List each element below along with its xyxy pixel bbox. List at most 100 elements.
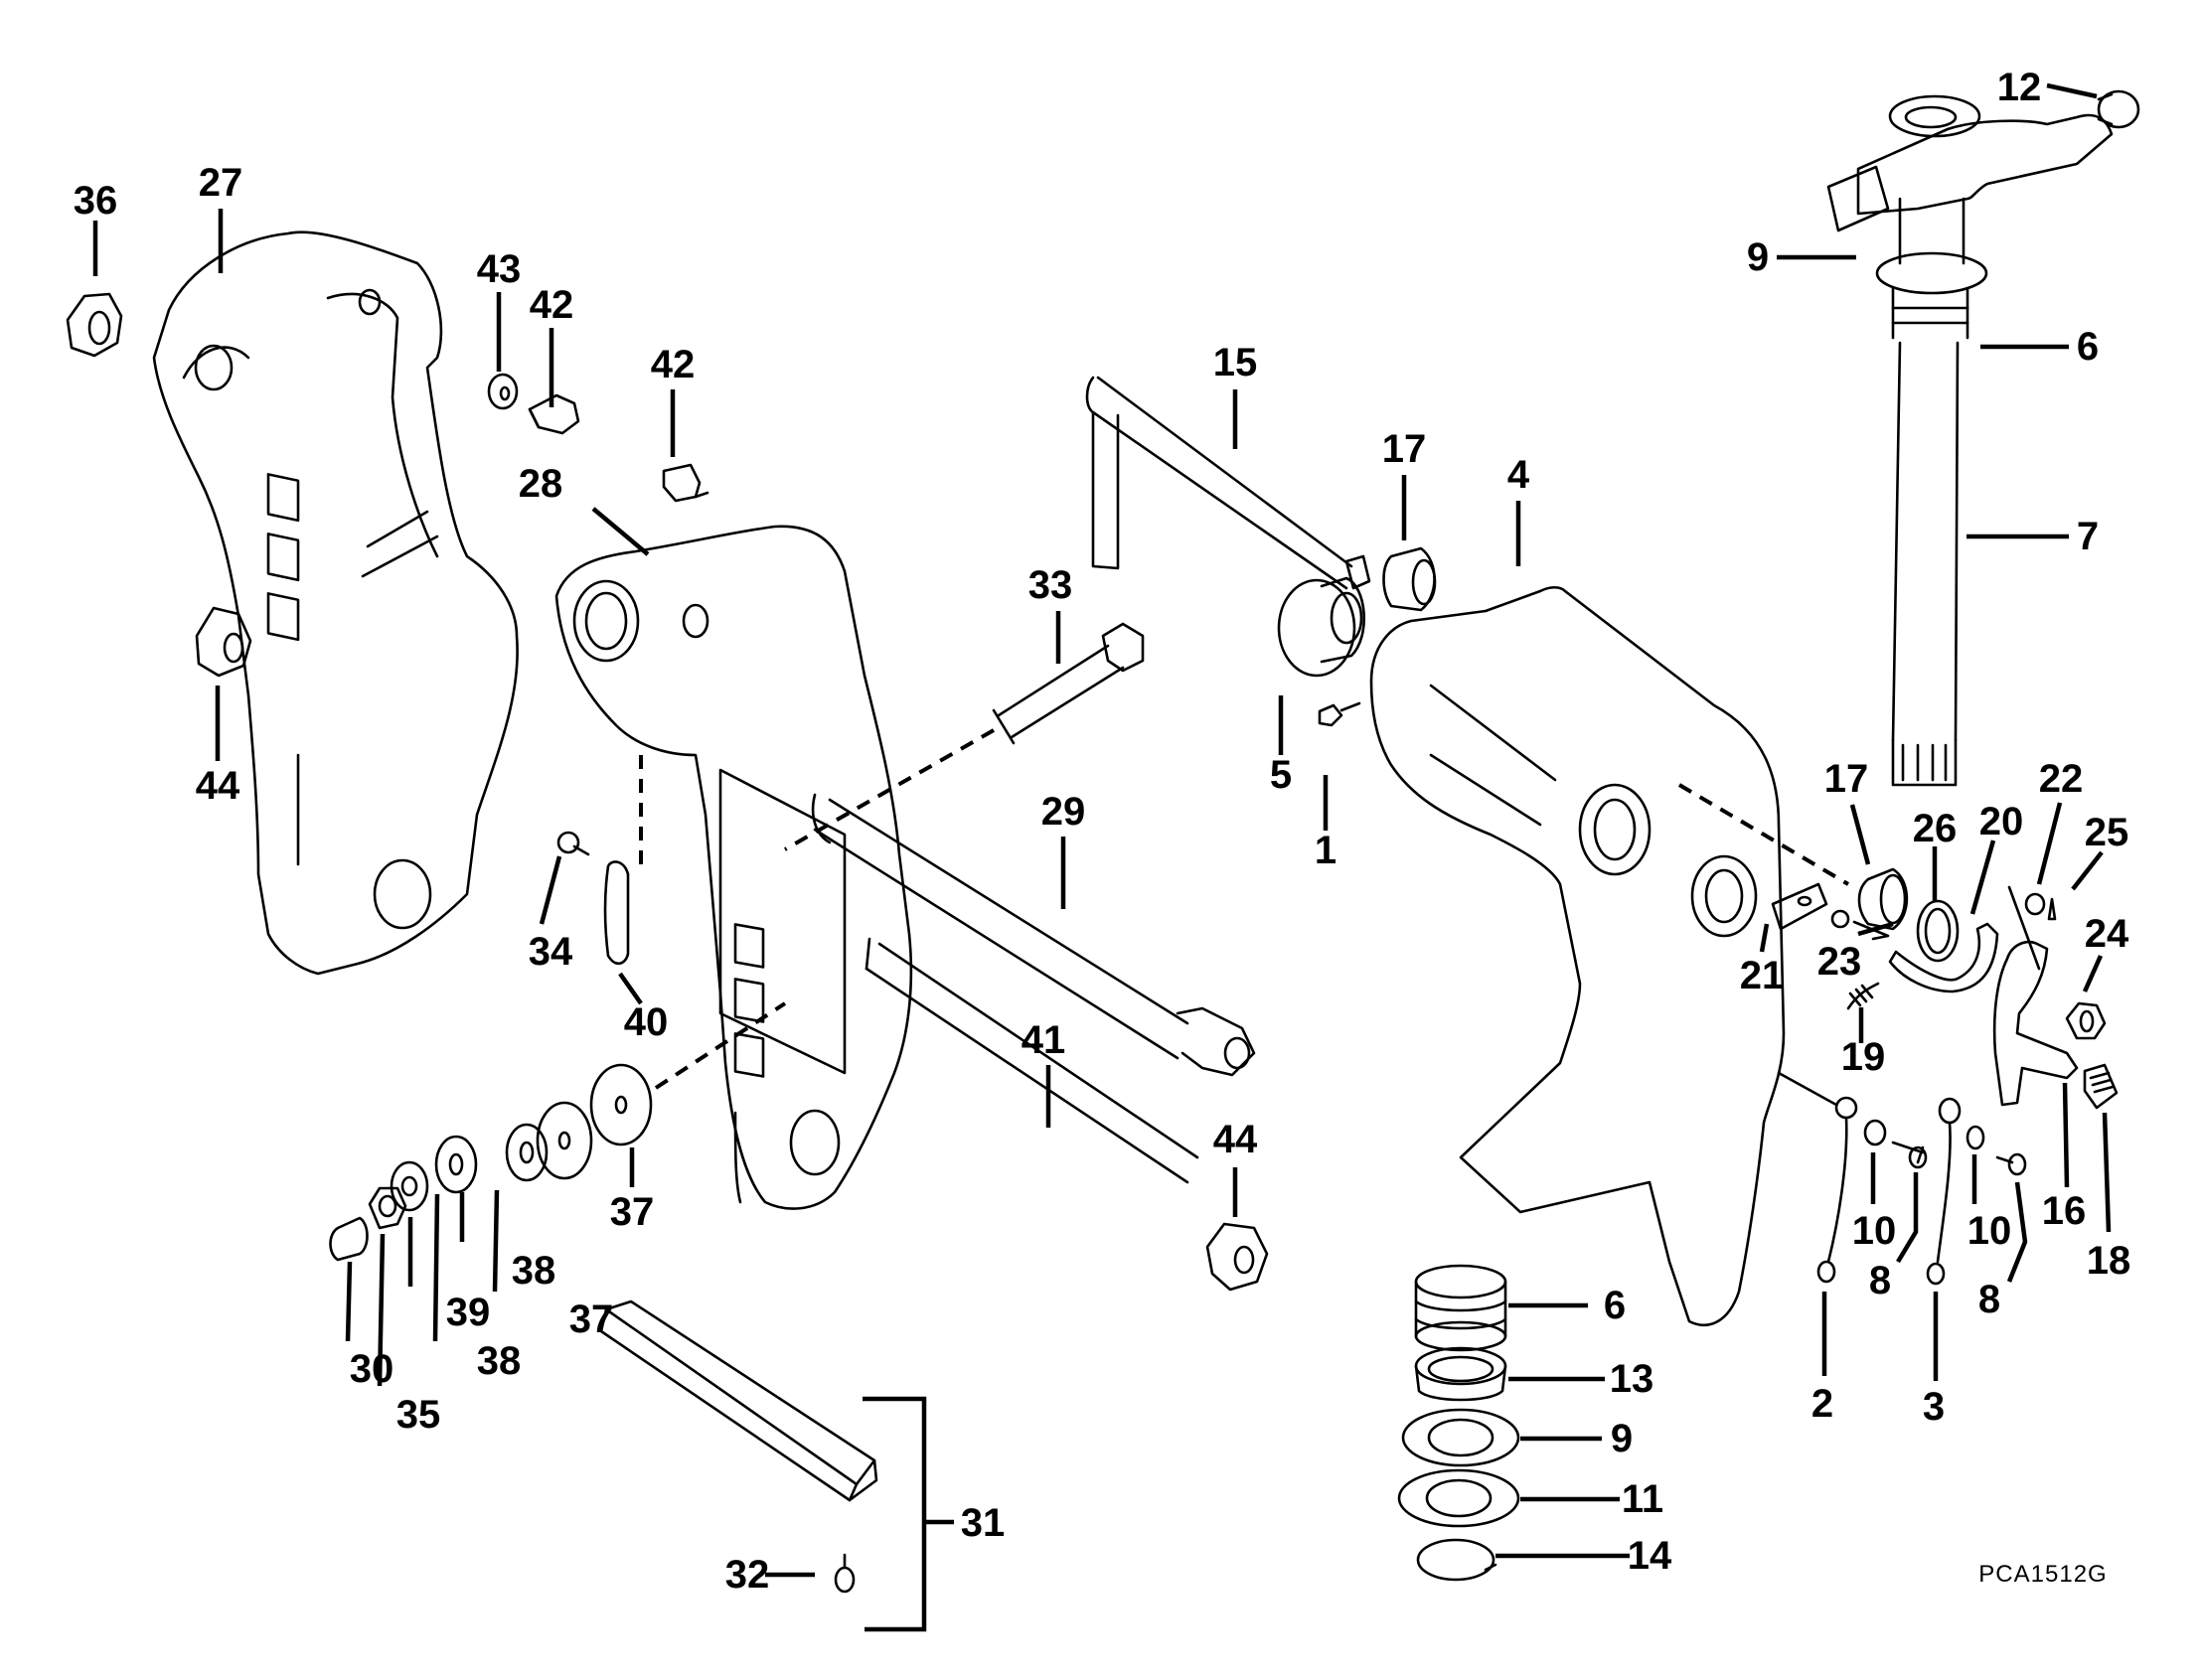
callout-6: 6 xyxy=(2076,325,2100,369)
callout-35: 35 xyxy=(395,1393,441,1437)
screw-42b xyxy=(662,463,709,503)
leader-lines xyxy=(92,82,2112,1578)
drawing-code: PCA1512G xyxy=(1978,1561,2108,1588)
washer-38b xyxy=(505,1123,549,1182)
callout-7: 7 xyxy=(2076,515,2100,558)
tilt-pin-31 xyxy=(599,1299,954,1632)
callout-15: 15 xyxy=(1212,341,1258,384)
grease-fitting-1 xyxy=(1318,701,1361,727)
callout-8: 8 xyxy=(1977,1278,2001,1321)
nut-36 xyxy=(66,292,123,358)
thrust-washer-9-lower xyxy=(1401,1408,1520,1467)
callout-41: 41 xyxy=(1021,1018,1066,1062)
lockwasher-39 xyxy=(390,1160,429,1212)
callout-18: 18 xyxy=(2086,1239,2131,1283)
screw-34 xyxy=(556,831,590,856)
callout-9: 9 xyxy=(1746,235,1770,279)
spring-19 xyxy=(1846,982,1880,1010)
ground-strap-3 xyxy=(1926,1097,1962,1286)
callout-1: 1 xyxy=(1314,829,1337,872)
callout-33: 33 xyxy=(1027,563,1073,607)
callout-25: 25 xyxy=(2084,811,2129,854)
callout-36: 36 xyxy=(73,179,118,223)
screw-23 xyxy=(1830,909,1890,941)
washer-37-small xyxy=(536,1101,593,1180)
callout-31: 31 xyxy=(960,1501,1006,1545)
callout-37: 37 xyxy=(568,1298,614,1341)
seal-13 xyxy=(1414,1346,1507,1402)
washer-37-large xyxy=(589,1001,787,1146)
callout-26: 26 xyxy=(1912,807,1958,850)
callout-21: 21 xyxy=(1739,954,1785,997)
cap-30 xyxy=(329,1216,369,1262)
bushing-17b xyxy=(1857,867,1909,931)
callout-32: 32 xyxy=(724,1553,770,1597)
callout-42: 42 xyxy=(650,343,696,386)
tilt-lever-shaft-15 xyxy=(1085,376,1371,590)
washer-11 xyxy=(1397,1468,1520,1528)
callout-4: 4 xyxy=(1506,453,1530,497)
callout-16: 16 xyxy=(2041,1189,2087,1233)
locknut-44-left xyxy=(195,606,252,678)
callout-44: 44 xyxy=(1212,1118,1258,1161)
callout-29: 29 xyxy=(1040,790,1086,834)
callout-12: 12 xyxy=(1996,66,2042,109)
washer-22 xyxy=(2007,885,2046,971)
retaining-ring-14 xyxy=(1416,1538,1497,1582)
washer-43 xyxy=(487,373,519,410)
tilt-tube-29 xyxy=(811,793,1256,1077)
bushing-6-lower xyxy=(1414,1264,1507,1352)
callout-38: 38 xyxy=(476,1339,522,1383)
callout-28: 28 xyxy=(518,462,563,506)
locknut-44-right xyxy=(1205,1222,1269,1292)
callout-27: 27 xyxy=(198,161,243,205)
bushing-17a xyxy=(1382,546,1437,612)
ground-strap-2 xyxy=(1777,1071,1858,1284)
callout-10: 10 xyxy=(1851,1209,1897,1253)
callout-17: 17 xyxy=(1823,757,1869,801)
callout-2: 2 xyxy=(1810,1382,1834,1426)
grip-18 xyxy=(2083,1063,2119,1110)
callout-5: 5 xyxy=(1269,753,1293,797)
callout-42: 42 xyxy=(529,283,574,327)
callout-38: 38 xyxy=(511,1249,556,1293)
clip-40 xyxy=(603,755,643,966)
cotter-pin-25 xyxy=(2047,897,2057,921)
callout-10: 10 xyxy=(1966,1209,2012,1253)
tilt-lock-arm-16 xyxy=(1992,940,2079,1107)
callout-22: 22 xyxy=(2038,757,2084,801)
callout-44: 44 xyxy=(195,764,240,808)
swivel-bracket-4 xyxy=(1369,585,1850,1327)
washer-38a xyxy=(434,1135,478,1194)
plug-12 xyxy=(2097,89,2140,129)
callout-19: 19 xyxy=(1840,1035,1886,1079)
bushing-5 xyxy=(1277,576,1366,678)
grease-fitting-32 xyxy=(834,1553,856,1594)
callout-13: 13 xyxy=(1609,1357,1654,1401)
callout-34: 34 xyxy=(528,930,573,974)
callout-11: 11 xyxy=(1621,1477,1664,1521)
bracket-21 xyxy=(1771,882,1828,931)
callout-24: 24 xyxy=(2084,912,2129,956)
callout-3: 3 xyxy=(1922,1385,1946,1429)
screw-8a xyxy=(1891,1141,1928,1169)
stud-41 xyxy=(865,937,1199,1184)
callout-43: 43 xyxy=(476,247,522,291)
callout-40: 40 xyxy=(623,1000,669,1044)
stern-bracket-left-27 xyxy=(152,230,519,976)
callout-23: 23 xyxy=(1816,940,1862,984)
washer-10b xyxy=(1966,1125,1985,1150)
lever-20 xyxy=(1888,922,1999,993)
callout-8: 8 xyxy=(1868,1259,1892,1302)
callout-20: 20 xyxy=(1978,800,2024,843)
callout-30: 30 xyxy=(349,1347,394,1391)
callout-39: 39 xyxy=(445,1291,491,1334)
screw-42a xyxy=(528,393,580,435)
callout-6: 6 xyxy=(1603,1284,1627,1327)
screw-8b xyxy=(1995,1152,2027,1176)
nut-24 xyxy=(2065,1001,2107,1040)
callout-9: 9 xyxy=(1610,1417,1634,1460)
bolt-33 xyxy=(784,622,1145,851)
